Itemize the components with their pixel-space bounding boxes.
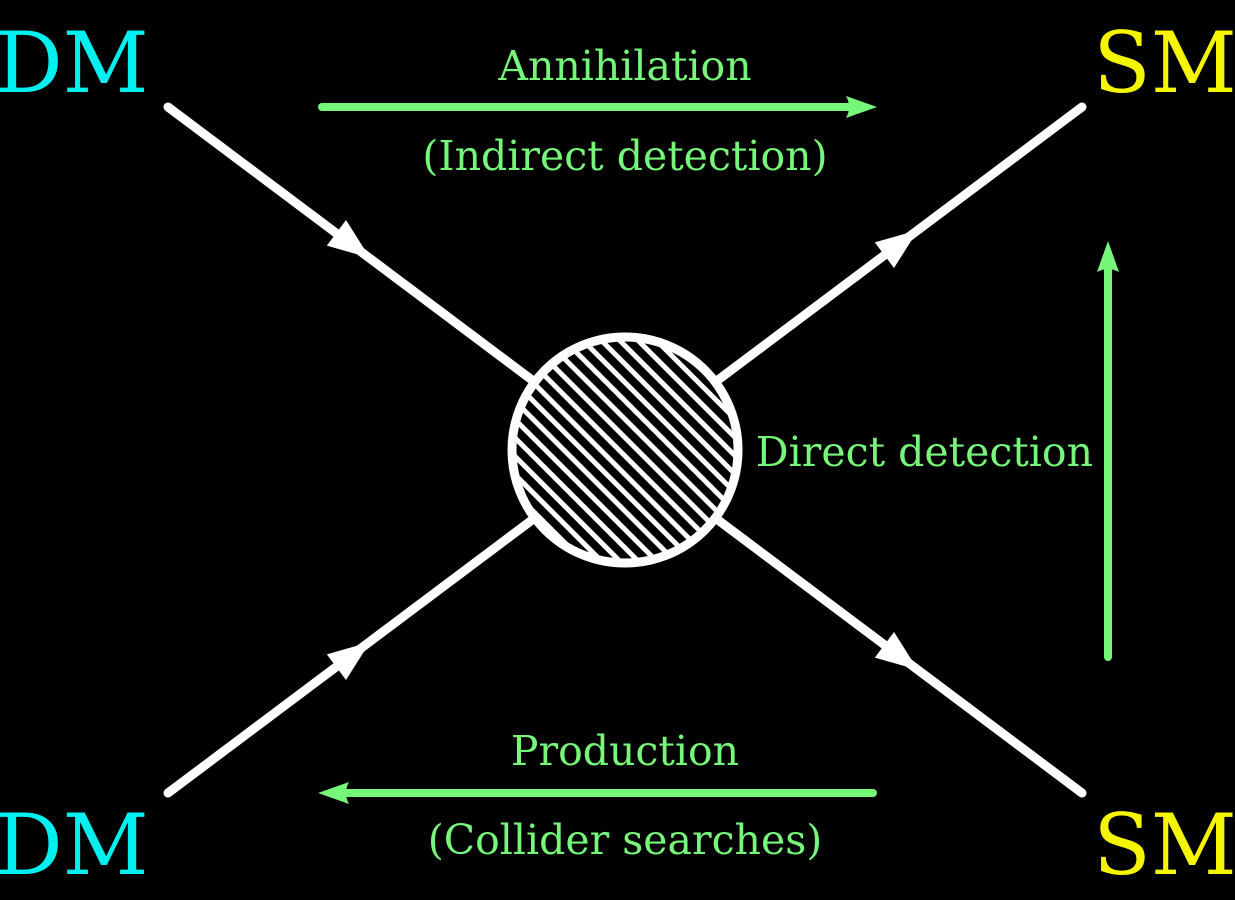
arrow-up-icon — [1097, 241, 1119, 272]
annihilation-title: Annihilation — [497, 42, 751, 90]
sm-bottom-right-label: SM — [1093, 796, 1235, 894]
flow-arrow-icon — [326, 642, 370, 681]
direct-detection-title: Direct detection — [756, 428, 1093, 476]
production-title: Production — [511, 727, 739, 775]
arrow-right-icon — [846, 96, 877, 118]
flow-arrow-icon — [326, 219, 370, 258]
annihilation-subtitle: (Indirect detection) — [422, 132, 827, 180]
production-arrow — [318, 782, 877, 804]
production-subtitle: (Collider searches) — [428, 816, 823, 864]
direct-detection-arrow — [1097, 241, 1119, 661]
sm-top-right-label: SM — [1093, 14, 1235, 112]
annihilation-arrow — [318, 96, 877, 118]
dm-bottom-left-label: DM — [0, 796, 149, 894]
arrow-left-icon — [318, 782, 349, 804]
flow-arrow-icon — [874, 230, 918, 269]
flow-arrow-icon — [874, 631, 918, 670]
dm-top-left-label: DM — [0, 14, 149, 112]
hatched-circle-icon — [507, 332, 743, 568]
